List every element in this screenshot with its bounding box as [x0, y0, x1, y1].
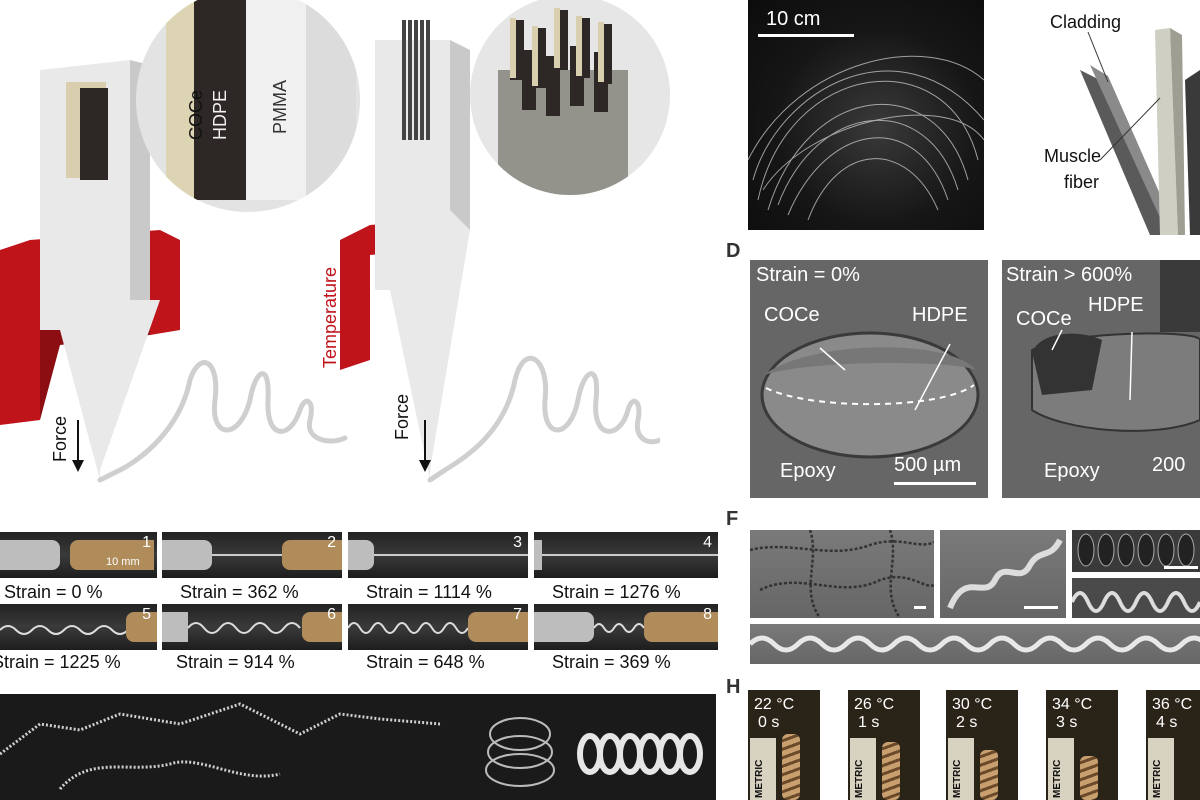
strain-frame-number: 8 — [703, 606, 712, 623]
strain-frame-number: 2 — [327, 534, 336, 551]
temp-frame-temperature: 26 °C — [854, 696, 895, 713]
muscle-coil — [882, 742, 900, 800]
fiber-label: fiber — [1064, 172, 1100, 192]
sem-left-scale-bar — [894, 482, 976, 485]
fiber-shapes-photo — [0, 694, 716, 800]
temp-frame-5: 36 °C 4 s METRIC — [1146, 690, 1200, 800]
strain-frame-4: 4 — [534, 532, 718, 578]
strain-frame-8: 8 — [534, 604, 718, 650]
panel-b-temperature-label: Temperature — [320, 266, 340, 368]
fiber-bundle-photo: 10 cm — [748, 0, 984, 230]
ruler-label: METRIC — [1152, 759, 1163, 798]
strain-caption-8: Strain = 369 % — [552, 652, 671, 672]
sem-f-network-scale-bar — [914, 606, 926, 609]
label-coce: COCe — [186, 89, 206, 140]
strain-frame-number: 7 — [513, 606, 522, 623]
panel-letter-h: H — [726, 676, 741, 698]
strain-frame-number: 1 — [142, 534, 151, 551]
sem-right-hdpe: HDPE — [1088, 294, 1144, 316]
label-pmma: PMMA — [270, 80, 290, 134]
temp-frame-2: 26 °C 1 s METRIC — [848, 690, 920, 800]
sem-left-scale: 500 µm — [894, 454, 962, 476]
strain-frame-number: 5 — [142, 606, 151, 623]
temp-frame-temperature: 22 °C — [754, 696, 795, 713]
ruler: METRIC — [850, 738, 876, 800]
strain-frame-number: 3 — [513, 534, 522, 551]
photo-scale-bar — [758, 34, 854, 37]
strain-frame-number: 6 — [327, 606, 336, 623]
sem-left-epoxy: Epoxy — [780, 460, 836, 482]
temp-frame-1: 22 °C 0 s METRIC — [748, 690, 820, 800]
temp-frame-time: 4 s — [1156, 714, 1178, 731]
strain-frame-5: 5 — [0, 604, 157, 650]
temp-frame-4: 34 °C 3 s METRIC — [1046, 690, 1118, 800]
ruler: METRIC — [948, 738, 974, 800]
sem-f-helix — [940, 530, 1066, 618]
ruler: METRIC — [750, 738, 776, 800]
ruler-label: METRIC — [754, 759, 765, 798]
temp-frame-time: 0 s — [758, 714, 780, 731]
temp-frame-temperature: 36 °C — [1152, 696, 1193, 713]
panel-letter-f: F — [726, 508, 739, 530]
ruler-label: METRIC — [1052, 759, 1063, 798]
sem-f-network — [750, 530, 934, 618]
sem-left-strain: Strain = 0% — [756, 264, 860, 286]
sem-right-coce: COCe — [1016, 308, 1072, 330]
sem-f-helix-scale-bar — [1024, 606, 1058, 609]
strain-caption-1: Strain = 0 % — [4, 582, 103, 602]
muscle-coil — [782, 734, 800, 800]
sem-left-hdpe: HDPE — [912, 304, 968, 326]
sem-right-epoxy: Epoxy — [1044, 460, 1100, 482]
sem-left: Strain = 0% COCe HDPE Epoxy 500 µm — [750, 260, 988, 498]
ruler-label: METRIC — [854, 759, 865, 798]
sem-left-coce: COCe — [764, 304, 820, 326]
sem-f-coil-scale-bar — [1164, 566, 1198, 569]
ruler: METRIC — [1148, 738, 1174, 800]
strain-caption-7: Strain = 648 % — [366, 652, 485, 672]
temp-frame-time: 3 s — [1056, 714, 1078, 731]
sem-f-long-helix — [750, 624, 1200, 664]
strain-frame-3: 3 — [348, 532, 528, 578]
cladding-label: Cladding — [1050, 12, 1122, 32]
muscle-label: Muscle — [1044, 146, 1102, 166]
label-hdpe: HDPE — [210, 89, 230, 140]
muscle-coil — [980, 750, 998, 800]
temp-frame-3: 30 °C 2 s METRIC — [946, 690, 1018, 800]
panel-a-temperature-label: Temperature — [0, 298, 20, 400]
temp-frame-temperature: 30 °C — [952, 696, 993, 713]
muscle-coil — [1080, 756, 1098, 800]
temp-frame-time: 2 s — [956, 714, 978, 731]
panel-b-force-label: Force — [392, 393, 412, 440]
strain-frame-2: 2 — [162, 532, 342, 578]
strain-caption-6: Strain = 914 % — [176, 652, 295, 672]
strain-caption-5: Strain = 1225 % — [0, 652, 121, 672]
strain-frame-6: 6 — [162, 604, 342, 650]
sem-f-coil-top — [1072, 530, 1200, 572]
strain-frame-number: 4 — [703, 534, 712, 551]
photo-scale-label: 10 cm — [766, 8, 821, 30]
temp-frame-temperature: 34 °C — [1052, 696, 1093, 713]
strain-caption-3: Strain = 1114 % — [366, 582, 492, 602]
strain-frame-7: 7 — [348, 604, 528, 650]
sem-right: Strain > 600% COCe HDPE Epoxy 200 — [1002, 260, 1200, 498]
panel-b-zoom-circle — [470, 0, 670, 195]
strain-scale-label: 10 mm — [106, 556, 140, 568]
ruler-label: METRIC — [952, 759, 963, 798]
cladding-schematic — [1080, 28, 1200, 235]
strain-caption-2: Strain = 362 % — [180, 582, 299, 602]
sem-right-scale: 200 — [1152, 454, 1186, 476]
temp-frame-time: 1 s — [858, 714, 880, 731]
panel-a-zoom-circle — [136, 0, 360, 212]
ruler: METRIC — [1048, 738, 1074, 800]
strain-frame-1: 10 mm 1 — [0, 532, 157, 578]
panel-a-force-label: Force — [50, 415, 70, 462]
strain-caption-4: Strain = 1276 % — [552, 582, 681, 602]
panel-letter-d: D — [726, 240, 741, 262]
sem-f-coil-bottom — [1072, 578, 1200, 618]
panel-b-drawing — [340, 20, 660, 483]
sem-right-strain: Strain > 600% — [1006, 264, 1133, 286]
